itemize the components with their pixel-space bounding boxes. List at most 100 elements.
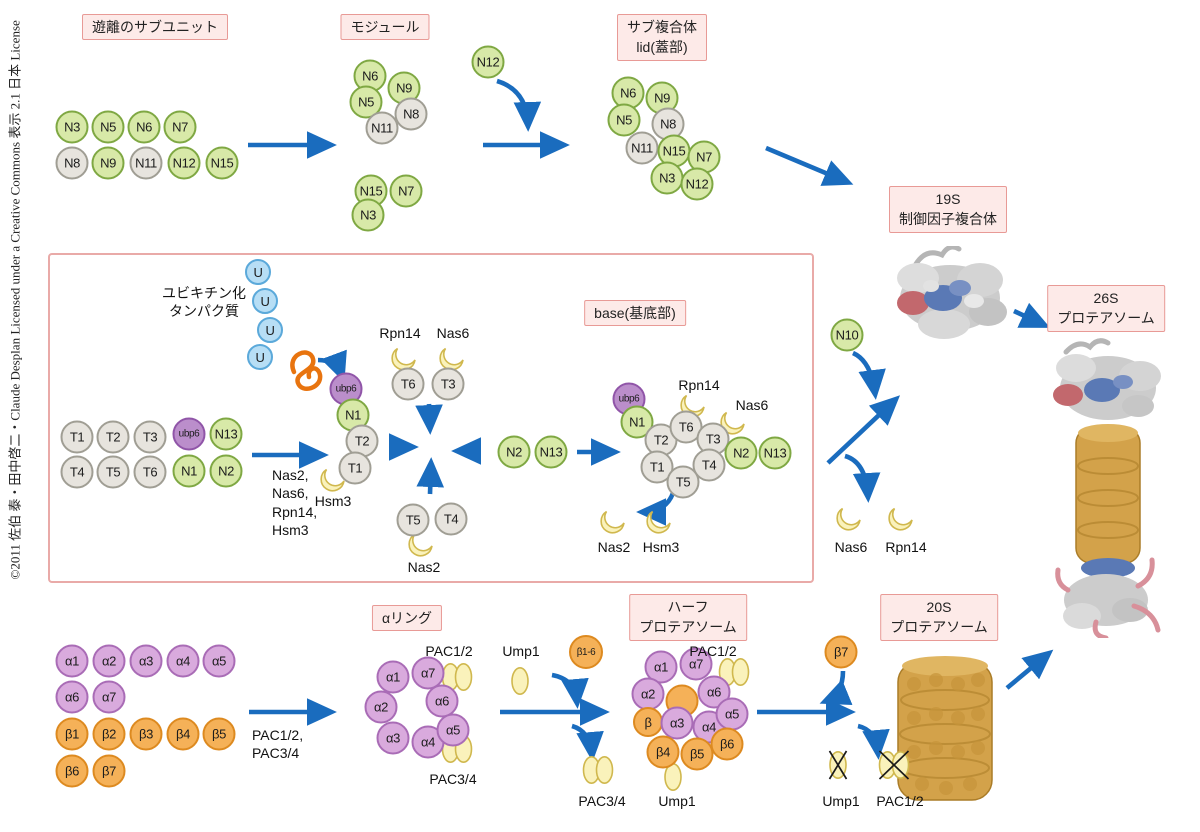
subunit-α7: α7 bbox=[411, 656, 445, 690]
subunit-T4: T4 bbox=[60, 455, 94, 489]
annotation-ubiquitinated-protein: ユビキチン化タンパク質 bbox=[162, 285, 246, 320]
subunit-α2: α2 bbox=[92, 644, 126, 678]
subunit-β4: β4 bbox=[646, 735, 680, 769]
annotation-hsm3: Hsm3 bbox=[314, 493, 352, 509]
subunit-α3: α3 bbox=[660, 706, 694, 740]
chaperone-pac34-oval-icon bbox=[582, 755, 614, 785]
annotation-ump1: Ump1 bbox=[658, 793, 696, 809]
label-alpha-ring: αリング bbox=[371, 605, 443, 632]
subunit-β2: β2 bbox=[92, 717, 126, 751]
subunit-β: β bbox=[633, 707, 663, 737]
subunit-N9: N9 bbox=[91, 146, 125, 180]
subunit-β1-6: β1-6 bbox=[569, 635, 603, 669]
annotation-pac34: PAC3/4 bbox=[429, 771, 477, 787]
chaperone-rpn14-crescent-icon bbox=[391, 346, 418, 373]
subunit-U: U bbox=[245, 259, 271, 285]
20s-structure-image bbox=[897, 656, 993, 801]
annotation-nas6: Nas6 bbox=[436, 325, 470, 341]
subunit-α4: α4 bbox=[411, 725, 445, 759]
subunit-T1: T1 bbox=[338, 451, 372, 485]
subunit-N10: N10 bbox=[830, 318, 864, 352]
subunit-N11: N11 bbox=[365, 111, 399, 145]
subunit-T2: T2 bbox=[96, 420, 130, 454]
subunit-β4: β4 bbox=[166, 717, 200, 751]
subunit-T5: T5 bbox=[96, 455, 130, 489]
subunit-T5: T5 bbox=[396, 503, 430, 537]
subunit-T5: T5 bbox=[666, 465, 700, 499]
subunit-N13: N13 bbox=[209, 417, 243, 451]
label-free-subunits: 遊離のサブユニット bbox=[82, 14, 228, 41]
annotation-ump1: Ump1 bbox=[822, 793, 860, 809]
19s-structure-image bbox=[897, 246, 1007, 339]
subunit-α6: α6 bbox=[425, 684, 459, 718]
chaperone-pac12-oval-icon bbox=[718, 657, 750, 687]
annotation-nas2: Nas2 bbox=[407, 559, 441, 575]
subunit-N2: N2 bbox=[724, 436, 758, 470]
subunit-N3: N3 bbox=[55, 110, 89, 144]
label-base: base(基底部) bbox=[584, 300, 686, 327]
subunit-N5: N5 bbox=[349, 85, 383, 119]
subunit-ubp6: ubp6 bbox=[172, 417, 206, 451]
chaperone-ump1-oval-icon-degraded bbox=[828, 750, 848, 780]
subunit-T6: T6 bbox=[391, 367, 425, 401]
annotation-nas2: Nas2 bbox=[597, 539, 631, 555]
subunit-α6: α6 bbox=[697, 675, 731, 709]
subunit-N1: N1 bbox=[172, 454, 206, 488]
annotation-nas6: Nas6 bbox=[735, 397, 769, 413]
subunit-β5: β5 bbox=[202, 717, 236, 751]
chaperone-hsm3-crescent-icon bbox=[646, 509, 673, 536]
subunit-U: U bbox=[247, 344, 273, 370]
subunit-β7: β7 bbox=[824, 635, 858, 669]
subunit-T3: T3 bbox=[431, 367, 465, 401]
subunit-N2: N2 bbox=[497, 435, 531, 469]
chaperone-nas6-crescent-icon bbox=[439, 346, 466, 373]
subunit-α2: α2 bbox=[631, 677, 665, 711]
subunit-N3: N3 bbox=[351, 198, 385, 232]
annotation-base-chaperones-list: Nas2,Nas6,Rpn14,Hsm3 bbox=[272, 467, 318, 539]
subunit-N8: N8 bbox=[55, 146, 89, 180]
subunit-N2: N2 bbox=[209, 454, 243, 488]
label-half-proteasome: ハーフプロテアソーム bbox=[629, 594, 747, 641]
subunit-β6: β6 bbox=[710, 727, 744, 761]
subunit-α4: α4 bbox=[166, 644, 200, 678]
subunit-β5: β5 bbox=[680, 737, 714, 771]
subunit-α5: α5 bbox=[202, 644, 236, 678]
subunit-N1: N1 bbox=[620, 405, 654, 439]
subunit-β6: β6 bbox=[55, 754, 89, 788]
annotation-nas6: Nas6 bbox=[834, 539, 868, 555]
subunit-α2: α2 bbox=[364, 690, 398, 724]
annotation-pac12: PAC1/2 bbox=[689, 643, 737, 659]
chaperone-nas6-crescent-icon bbox=[720, 410, 747, 437]
subunit-α6: α6 bbox=[55, 680, 89, 714]
subunit-U: U bbox=[252, 288, 278, 314]
subunit-N5: N5 bbox=[91, 110, 125, 144]
annotation-rpn14: Rpn14 bbox=[379, 325, 421, 341]
subunit-T3: T3 bbox=[133, 420, 167, 454]
subunit-N12: N12 bbox=[471, 45, 505, 79]
chaperone-nas6-crescent-icon bbox=[836, 506, 863, 533]
chaperone-ump1-oval-icon bbox=[511, 666, 530, 696]
subunit-β7: β7 bbox=[92, 754, 126, 788]
subunit-N11: N11 bbox=[129, 146, 163, 180]
annotation-pac12: PAC1/2 bbox=[876, 793, 924, 809]
subunit-α7: α7 bbox=[92, 680, 126, 714]
subunit-T6: T6 bbox=[133, 455, 167, 489]
subunit-N15: N15 bbox=[205, 146, 239, 180]
copyright-text: ©2011 佐伯 泰・田中啓二・Claude Desplan Licensed … bbox=[7, 20, 23, 580]
subunit-α7: α7 bbox=[679, 647, 713, 681]
subunit-N6: N6 bbox=[127, 110, 161, 144]
subunit-β1: β1 bbox=[55, 717, 89, 751]
chaperone-pac12-oval-icon-degraded bbox=[878, 750, 910, 780]
chaperone-pac12-oval-icon bbox=[441, 662, 473, 692]
subunit-N12: N12 bbox=[680, 167, 714, 201]
subunit-N13: N13 bbox=[534, 435, 568, 469]
subunit-α5: α5 bbox=[436, 713, 470, 747]
subunit-α1: α1 bbox=[55, 644, 89, 678]
chaperone-hsm3-crescent-icon bbox=[320, 467, 347, 494]
subunit-N11: N11 bbox=[625, 131, 659, 165]
